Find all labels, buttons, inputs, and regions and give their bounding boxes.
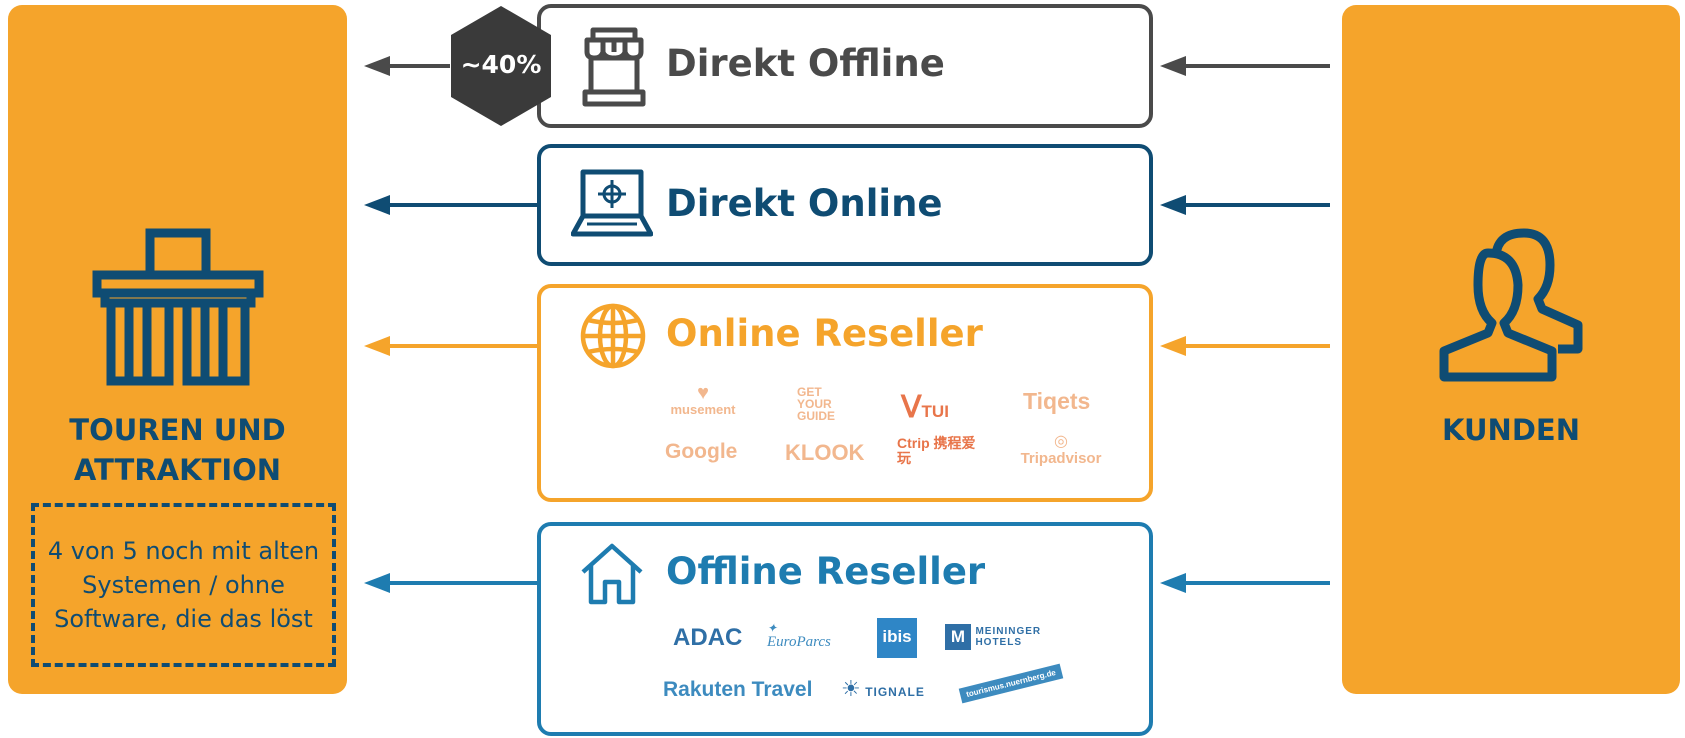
- logo-meininger: M MEININGER HOTELS: [945, 624, 1075, 650]
- temple-icon: [92, 228, 264, 386]
- arrow-row-online-reseller: [364, 336, 1330, 356]
- logo-tui: ᐯTUI: [901, 391, 949, 424]
- users-icon: [1439, 228, 1583, 382]
- note-text: 4 von 5 noch mit alten Systemen / ohne S…: [47, 537, 320, 633]
- channel-title: Direkt Online: [666, 182, 943, 225]
- arrow-row-direct-online: [364, 195, 1330, 215]
- arrow-row-offline-reseller: [364, 573, 1330, 593]
- logo-rakuten-travel: Rakuten Travel: [663, 678, 813, 701]
- badge-label: ~40%: [460, 50, 542, 79]
- laptop-icon: [571, 169, 653, 237]
- title-line-1: TOUREN UND: [69, 413, 286, 447]
- note-box: 4 von 5 noch mit alten Systemen / ohne S…: [31, 503, 336, 667]
- logo-tiqets: Tiqets: [1023, 388, 1091, 414]
- channel-title: Online Reseller: [666, 312, 983, 355]
- panel-title-touren: TOUREN UND ATTRAKTION: [8, 410, 347, 490]
- channel-online-reseller: Online Reseller ♥ musement GET YOUR GUID…: [537, 284, 1153, 502]
- logo-tripadvisor: ◎ Tripadvisor: [1020, 433, 1102, 468]
- channel-offline-reseller: Offline Reseller ADAC ✦ EuroParcs ibis M…: [537, 522, 1153, 736]
- panel-title-kunden: KUNDEN: [1442, 413, 1580, 447]
- percent-badge: ~40%: [447, 4, 555, 128]
- logo-google: Google: [665, 440, 738, 463]
- logo-tignale: ☀ TIGNALE: [841, 676, 925, 701]
- channel-direkt-offline: Direkt Offline: [537, 4, 1153, 128]
- title-line-2: ATTRAKTION: [73, 453, 282, 487]
- arrow-row-direct-offline: [364, 56, 1330, 76]
- logo-tourismus-nuernberg: tourismus.nuernberg.de: [958, 663, 1064, 704]
- logo-klook: KLOOK: [785, 440, 865, 465]
- logo-ctrip: Ctrip 携程爱玩: [897, 435, 976, 466]
- logo-europarcs: ✦ EuroParcs: [767, 621, 831, 650]
- right-panel-kunden: KUNDEN: [1342, 5, 1680, 694]
- logo-ibis: ibis: [877, 618, 917, 658]
- shop-icon: [582, 27, 646, 107]
- house-icon: [581, 543, 643, 605]
- channel-title: Offline Reseller: [666, 550, 986, 593]
- globe-icon: [580, 303, 646, 369]
- channel-direkt-online: Direkt Online: [537, 144, 1153, 266]
- logo-adac: ADAC: [673, 624, 743, 651]
- logo-getyourguide: GET YOUR GUIDE: [797, 385, 836, 423]
- logo-musement: ♥ musement: [670, 382, 736, 417]
- left-panel-touren: TOUREN UND ATTRAKTION 4 von 5 noch mit a…: [8, 5, 347, 694]
- channel-title: Direkt Offline: [666, 42, 945, 85]
